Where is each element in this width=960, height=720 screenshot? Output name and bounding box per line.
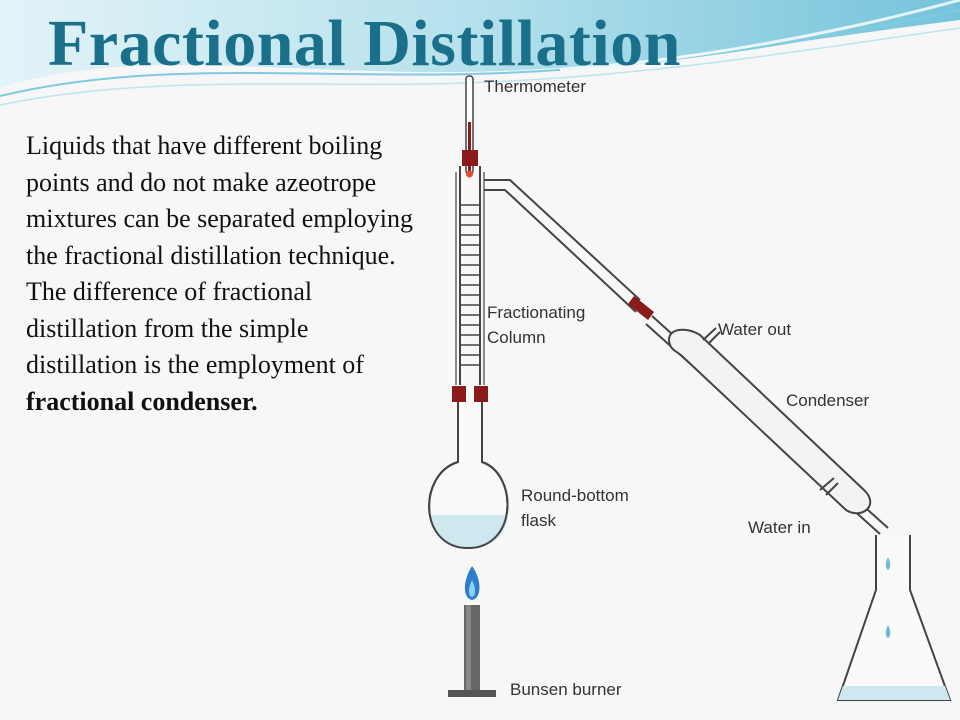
round-bottom-flask xyxy=(428,402,509,550)
fractionating-column xyxy=(452,150,488,402)
slide-title: Fractional Distillation xyxy=(48,7,681,80)
collection-flask xyxy=(836,535,952,701)
label-water-out: Water out xyxy=(718,320,791,339)
label-condenser: Condenser xyxy=(786,391,870,410)
label-fractionating: Fractionating xyxy=(487,303,585,322)
label-column: Column xyxy=(487,328,546,347)
label-bunsen-burner: Bunsen burner xyxy=(510,680,622,699)
condenser-joint xyxy=(628,296,654,320)
body-paragraph: Liquids that have different boiling poin… xyxy=(26,128,426,420)
distillation-diagram: Thermometer Fractionating Column Water o… xyxy=(428,75,952,701)
label-water-in: Water in xyxy=(748,518,811,537)
condenser xyxy=(645,315,889,535)
label-round-bottom: Round-bottom xyxy=(521,486,629,505)
label-thermometer: Thermometer xyxy=(484,77,586,96)
label-flask: flask xyxy=(521,511,556,530)
header-wave-decoration xyxy=(0,0,960,106)
thermometer xyxy=(465,75,474,178)
bunsen-burner xyxy=(448,566,496,697)
body-bold-text: fractional condenser. xyxy=(26,386,258,416)
body-text: Liquids that have different boiling poin… xyxy=(26,131,413,379)
side-arm-tube xyxy=(484,179,641,313)
